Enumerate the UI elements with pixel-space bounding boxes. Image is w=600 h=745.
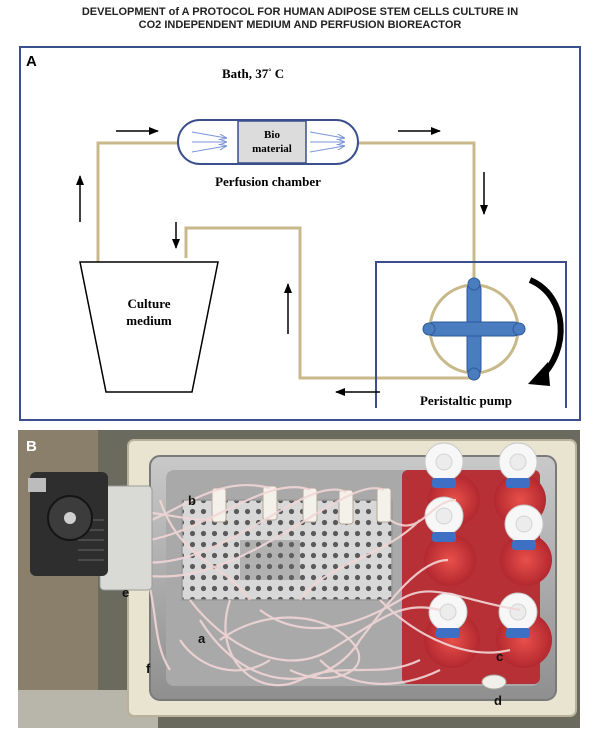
peristaltic-pump: Peristaltic pump <box>375 261 567 408</box>
panel-a-label: A <box>26 53 37 70</box>
medium-container <box>79 261 219 393</box>
title-line-1: DEVELOPMENT of A PROTOCOL FOR HUMAN ADIP… <box>81 6 519 18</box>
rack-shadow <box>240 540 300 580</box>
flow-direction-arrows <box>76 127 488 396</box>
panel-b-photo: b e a f c d B <box>18 430 580 728</box>
title-line-2: CO2 INDEPENDENT MEDIUM AND PERFUSION BIO… <box>138 19 462 31</box>
panel-b-label: B <box>26 438 37 455</box>
perfusion-chamber-label: Perfusion chamber <box>215 174 321 189</box>
figure-title: DEVELOPMENT of A PROTOCOL FOR HUMAN ADIP… <box>0 6 600 32</box>
tube-chamber-to-pump <box>356 141 476 280</box>
pump-head-hub <box>64 512 76 524</box>
culture-medium-vessel: Culture medium <box>79 261 219 393</box>
marker-f: f <box>146 661 151 676</box>
medium-line-1: Culture <box>127 296 170 311</box>
bath-label: Bath, 37° C <box>222 66 284 81</box>
flow-arrows-out <box>309 131 344 153</box>
biomaterial-line-1: Bio <box>264 129 280 141</box>
marker-d: d <box>494 693 502 708</box>
chamber-1 <box>211 487 227 523</box>
tube-pump-to-medium <box>184 226 472 380</box>
medium-line-2: medium <box>126 313 172 328</box>
chamber-5 <box>376 487 392 523</box>
photo-markers: b e a f c d <box>122 493 503 708</box>
roller-right <box>512 322 526 336</box>
panel-a: A Bath, 37° C Bio material <box>19 46 581 421</box>
pump-device <box>28 472 153 591</box>
peristaltic-pump-label: Peristaltic pump <box>420 393 512 408</box>
flow-arrows-in <box>191 131 226 153</box>
perfusion-chambers <box>211 485 392 525</box>
marker-c: c <box>496 649 503 664</box>
chamber-2 <box>262 485 278 521</box>
perfusion-chamber: Bio material Perfusion chamber <box>177 119 359 189</box>
pump-clamp <box>28 478 46 492</box>
roller-left <box>422 322 436 336</box>
biomaterial-line-2: material <box>252 143 292 155</box>
roller-top <box>467 277 481 291</box>
flask-filter-caps <box>424 442 544 638</box>
marker-a: a <box>198 631 206 646</box>
roller-bottom <box>467 367 481 381</box>
rotation-arrow-curve <box>528 277 564 381</box>
marker-b: b <box>188 493 196 508</box>
tube-medium-to-chamber <box>96 141 180 262</box>
biomaterial-block <box>237 120 307 164</box>
sensor-plug <box>481 674 507 690</box>
flask-3 <box>424 534 476 586</box>
rotation-arrow-head <box>528 362 550 386</box>
pump-housing <box>375 261 567 408</box>
pump-rotor-horizontal <box>426 321 522 337</box>
marker-e: e <box>122 585 129 600</box>
